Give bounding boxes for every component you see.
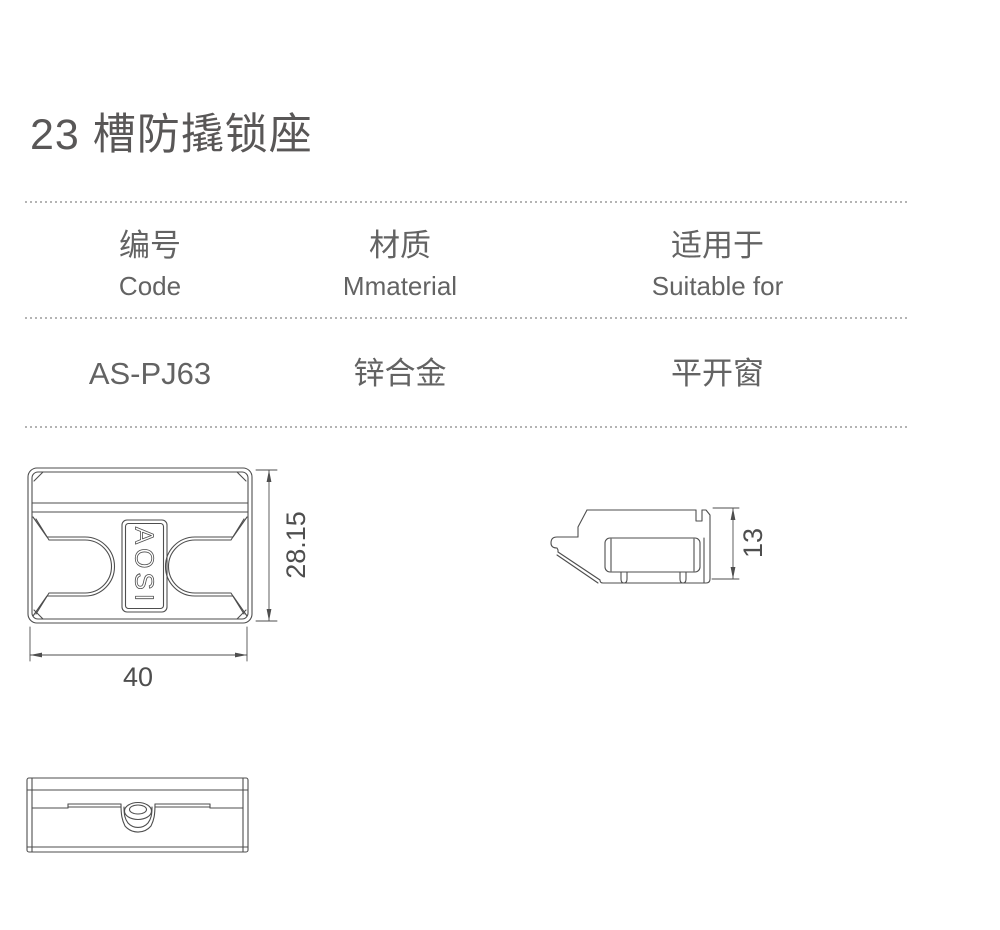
header-material-en: Mmaterial [342,271,458,301]
side-view-drawing: 13 [550,507,768,584]
front-right-cutout [165,516,248,617]
header-material: 材质 Mmaterial [275,224,525,304]
header-suitable: 适用于 Suitable for [525,224,910,304]
front-left-cutout [32,516,115,617]
value-code: AS-PJ63 [88,356,212,391]
bottom-center-boss [120,801,156,833]
divider-top [25,201,910,203]
header-code-en: Code [118,271,182,301]
page-title: 23 槽防撬锁座 [30,111,313,159]
brand-text: AOSI [130,527,160,605]
front-height-label: 28.15 [281,511,311,579]
table-row: AS-PJ63 锌合金 平开窗 [25,352,910,396]
side-height-dimension [711,507,740,580]
header-code: 编号 Code [25,224,275,304]
side-height-label: 13 [738,528,768,558]
bottom-outline [26,777,249,853]
side-pocket [604,537,701,573]
bottom-view-drawing [26,777,249,853]
header-code-zh: 编号 [119,228,181,263]
table-header: 编号 Code 材质 Mmaterial 适用于 Suitable for [25,224,910,304]
brand-plate [121,519,168,613]
front-width-label: 40 [123,662,153,692]
bottom-ledge [31,803,244,809]
front-height-dimension [255,469,278,622]
side-outline [550,509,711,584]
value-material: 锌合金 [353,356,447,391]
header-suitable-en: Suitable for [651,271,784,301]
header-suitable-zh: 适用于 [671,228,764,263]
front-width-dimension [29,626,248,662]
side-feet [620,571,687,584]
front-inner-outline [31,471,249,620]
divider-bottom [25,426,910,428]
value-suitable: 平开窗 [671,356,764,391]
front-outer-outline [27,467,253,624]
divider-middle [25,317,910,319]
front-view-drawing: AOSI 28.15 40 [27,467,311,692]
header-material-zh: 材质 [369,228,431,263]
